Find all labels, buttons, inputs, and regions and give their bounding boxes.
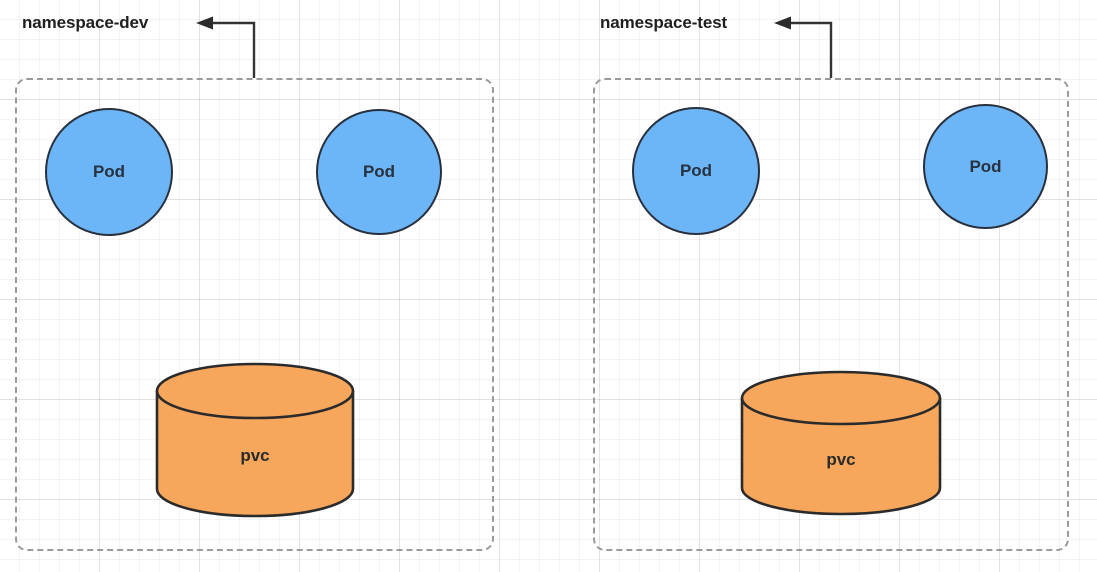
namespace-test-callout-arrow [770,12,840,82]
namespace-dev-callout-arrow [192,12,262,82]
namespace-test-label: namespace-test [600,13,728,32]
pod-dev-2[interactable]: Pod [316,109,442,235]
pod-dev-1[interactable]: Pod [45,108,173,236]
pvc-dev-shape [155,362,355,518]
pod-dev-1-label: Pod [92,162,126,181]
namespace-dev-callout-arrow-svg [196,16,256,78]
pod-dev-2-label: Pod [362,162,396,181]
pvc-test-shape [740,370,942,516]
namespace-dev-box[interactable] [15,78,494,551]
pvc-test[interactable]: pvc [740,370,942,516]
namespace-test-callout-arrow-svg [774,16,833,78]
pod-test-1[interactable]: Pod [632,107,760,235]
pod-test-2-label: Pod [969,156,1002,176]
pvc-dev[interactable]: pvc [155,362,355,518]
namespace-test-box[interactable] [593,78,1069,551]
pod-test-2[interactable]: Pod [923,104,1048,229]
namespace-dev-label: namespace-dev [22,13,149,32]
pod-test-1-label: Pod [679,161,713,180]
